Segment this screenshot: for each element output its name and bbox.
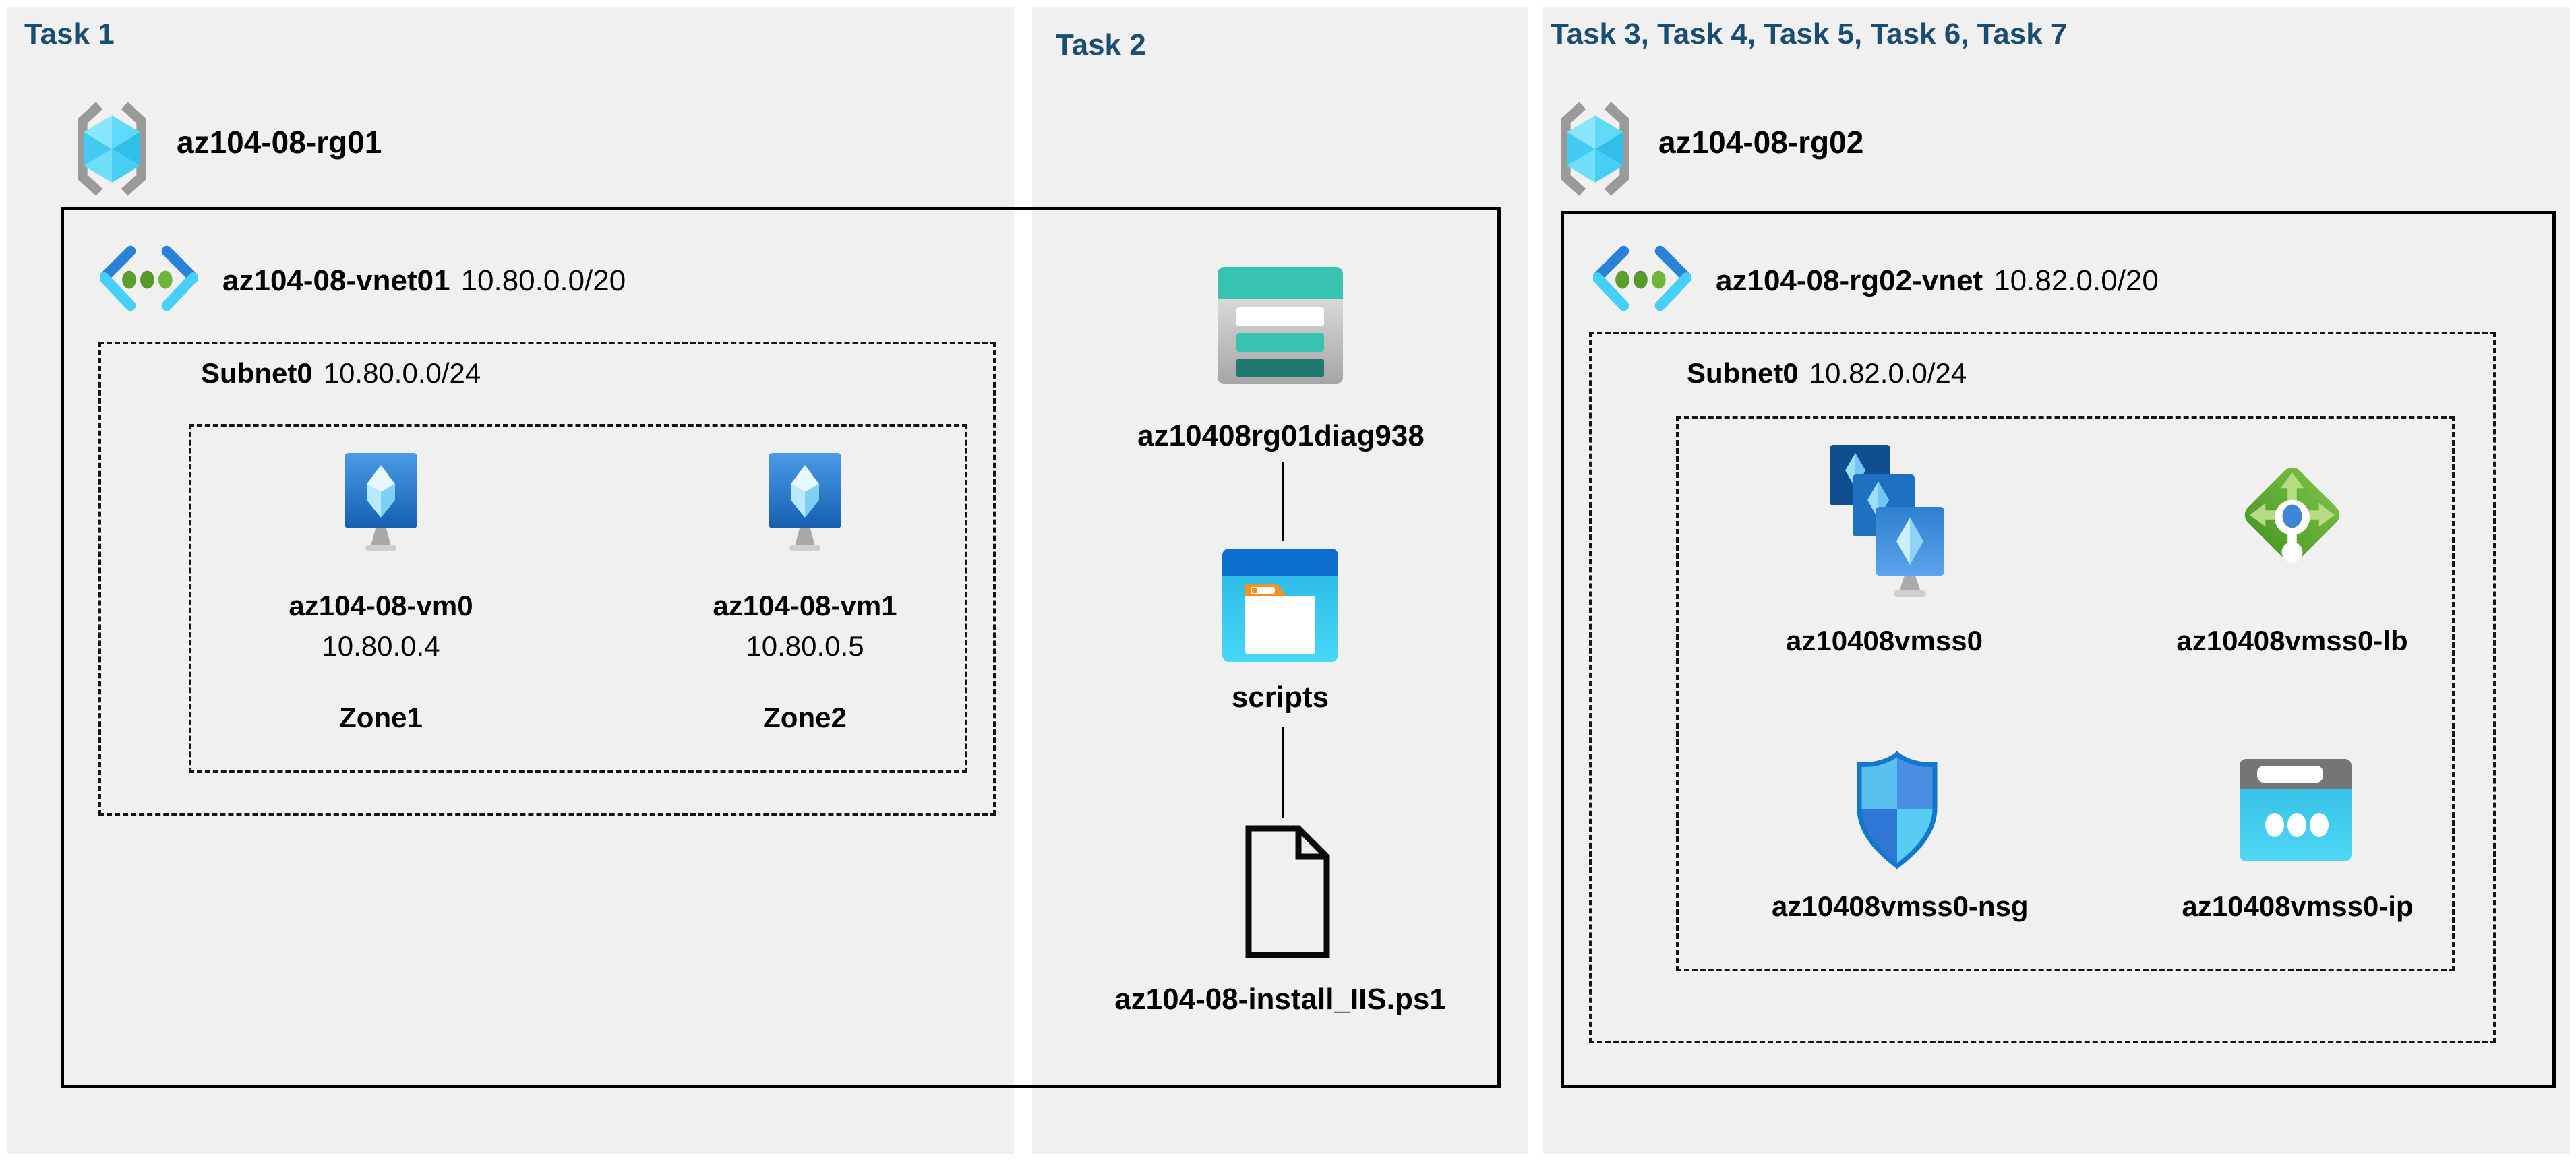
- virtual-network-icon: [1593, 244, 1691, 314]
- public-ip-icon: [2240, 759, 2352, 861]
- connector-line: [1282, 462, 1284, 541]
- resource-group-name: az104-08-rg02: [1658, 125, 1864, 160]
- vnet-cidr: 10.82.0.0/20: [1994, 264, 2159, 297]
- resource-group-icon: [76, 100, 148, 198]
- storage-account-name: az10408rg01diag938: [1137, 419, 1425, 452]
- resource-group-icon: [1559, 100, 1631, 198]
- vnet01-boundary-box: [61, 207, 1501, 1088]
- subnet-label: Subnet0 10.82.0.0/24: [1687, 357, 1967, 390]
- vmss-name: az10408vmss0: [1786, 625, 1983, 656]
- vm-ip-address: 10.80.0.5: [746, 630, 864, 662]
- vm-zone: Zone1: [339, 702, 423, 733]
- task3-panel: [1543, 7, 2570, 1154]
- subnet-name: Subnet0: [1687, 357, 1799, 389]
- connector-line: [1282, 727, 1284, 818]
- vnet-name: az104-08-rg02-vnet: [1716, 264, 1983, 297]
- task1-panel: [7, 7, 1014, 1154]
- subnet-cidr: 10.80.0.0/24: [323, 357, 481, 389]
- load-balancer-name: az10408vmss0-lb: [2176, 625, 2408, 656]
- vm-scale-set-icon: [1828, 445, 1950, 601]
- subnet-boundary-box: [98, 342, 996, 816]
- vnet-name: az104-08-vnet01: [222, 264, 450, 297]
- availability-zone-box: [189, 424, 967, 773]
- vm-name: az104-08-vm0: [289, 590, 473, 621]
- script-file-name: az104-08-install_IIS.ps1: [1114, 983, 1446, 1016]
- vnet-label: az104-08-vnet01 10.80.0.0/20: [222, 264, 626, 298]
- storage-account-icon: [1218, 267, 1343, 384]
- nsg-name: az10408vmss0-nsg: [1772, 890, 2029, 922]
- load-balancer-icon: [2230, 453, 2354, 577]
- virtual-network-icon: [100, 244, 198, 314]
- vnet-label: az104-08-rg02-vnet 10.82.0.0/20: [1716, 264, 2159, 298]
- vnet-cidr: 10.80.0.0/20: [460, 264, 626, 297]
- resource-group-name: az104-08-rg01: [177, 125, 382, 160]
- task3-header: Task 3, Task 4, Task 5, Task 6, Task 7: [1551, 18, 2068, 51]
- subnet-name: Subnet0: [201, 357, 313, 389]
- public-ip-name: az10408vmss0-ip: [2182, 890, 2414, 922]
- task2-header: Task 2: [1056, 28, 1146, 61]
- script-file-icon: [1244, 825, 1331, 958]
- task1-header: Task 1: [24, 18, 115, 51]
- vmss-resources-box: [1676, 416, 2455, 971]
- rg02-vnet-boundary-box: [1561, 211, 2556, 1088]
- network-security-group-icon: [1853, 751, 1942, 873]
- container-name: scripts: [1231, 681, 1329, 714]
- virtual-machine-icon: [768, 453, 842, 554]
- blob-container-icon: [1222, 549, 1338, 662]
- subnet-cidr: 10.82.0.0/24: [1809, 357, 1967, 389]
- vm-ip-address: 10.80.0.4: [322, 630, 440, 662]
- subnet-boundary-box: [1589, 332, 2496, 1043]
- virtual-machine-icon: [344, 453, 418, 554]
- vm-zone: Zone2: [763, 702, 847, 733]
- vm-name: az104-08-vm1: [713, 590, 897, 621]
- subnet-label: Subnet0 10.80.0.0/24: [201, 357, 481, 390]
